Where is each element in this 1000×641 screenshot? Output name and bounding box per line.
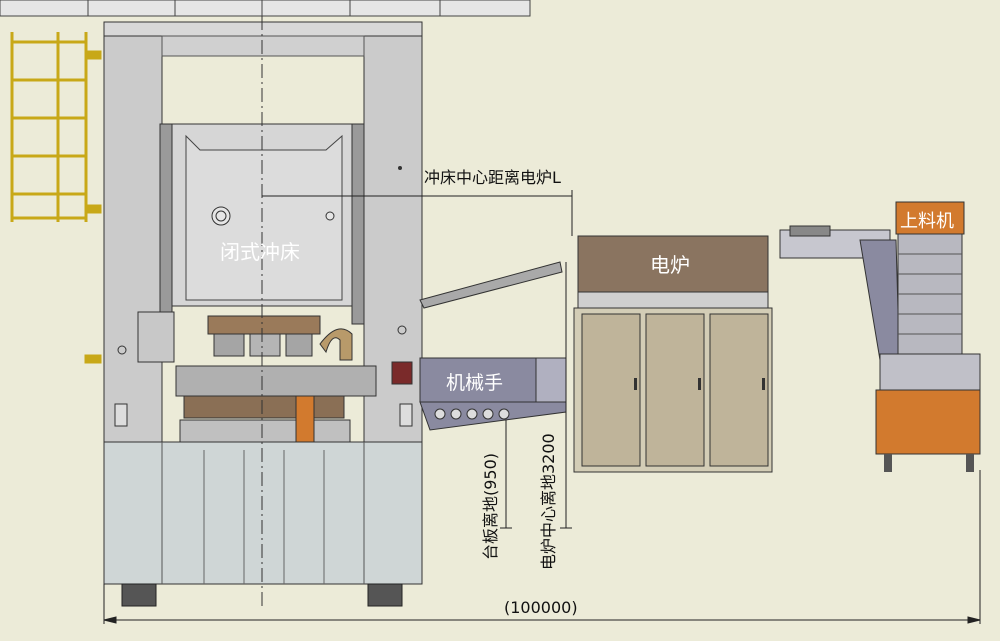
press-ram xyxy=(159,123,402,325)
electric-furnace xyxy=(573,235,773,473)
table-height-dimension: 台板离地(950) xyxy=(481,453,500,560)
press-base xyxy=(103,441,423,607)
press-frame xyxy=(103,21,423,443)
loader-label: 上料机 xyxy=(900,211,954,232)
furnace-center-height-dimension: 电炉中心离地3200 xyxy=(539,433,558,570)
overall-length-dimension: (100000) xyxy=(504,598,578,617)
furnace-label: 电炉 xyxy=(650,253,690,277)
access-ladder xyxy=(10,32,102,364)
loader xyxy=(779,201,981,472)
press-center-to-furnace-dimension: 冲床中心距离电炉L xyxy=(424,168,561,187)
die-area xyxy=(137,311,377,507)
dimension-lines xyxy=(103,190,981,624)
manipulator xyxy=(419,261,567,431)
manipulator-label: 机械手 xyxy=(446,372,503,394)
top-frame-strip xyxy=(0,0,531,17)
press-label: 闭式冲床 xyxy=(220,240,300,264)
